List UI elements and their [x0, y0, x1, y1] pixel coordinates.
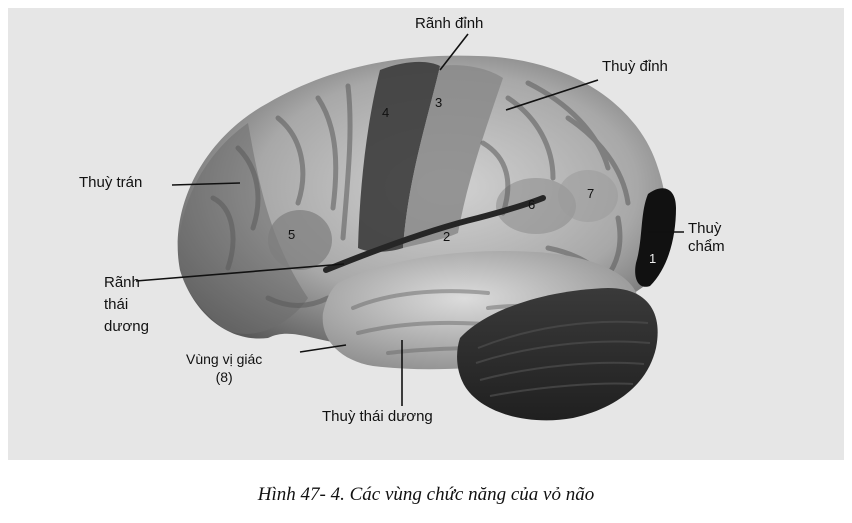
area-number-7: 7: [587, 187, 594, 201]
brain-figure: Rãnh đỉnh Thuỳ đỉnh Thuỳ trán Thuỳ chẩm …: [8, 8, 844, 460]
area-number-4: 4: [382, 106, 389, 120]
area-number-5: 5: [288, 228, 295, 242]
label-thuy-cham: Thuỳ chẩm: [688, 220, 725, 256]
area-5-region: [268, 210, 332, 270]
area-number-6: 6: [528, 198, 535, 212]
label-vung-vi-giac: Vùng vị giác (8): [186, 350, 262, 386]
area-number-3: 3: [435, 96, 442, 110]
label-ranh-dinh: Rãnh đỉnh: [415, 15, 483, 33]
label-ranh-thai-duong: Rãnh thái dương: [104, 272, 149, 338]
label-thuy-thai-duong: Thuỳ thái dương: [322, 408, 433, 426]
figure-caption: Hình 47- 4. Các vùng chức năng của vỏ nã…: [0, 484, 852, 506]
label-thuy-tran: Thuỳ trán: [79, 174, 142, 192]
area-number-2: 2: [443, 230, 450, 244]
label-thuy-dinh: Thuỳ đỉnh: [602, 58, 668, 76]
area-number-1: 1: [649, 252, 656, 266]
